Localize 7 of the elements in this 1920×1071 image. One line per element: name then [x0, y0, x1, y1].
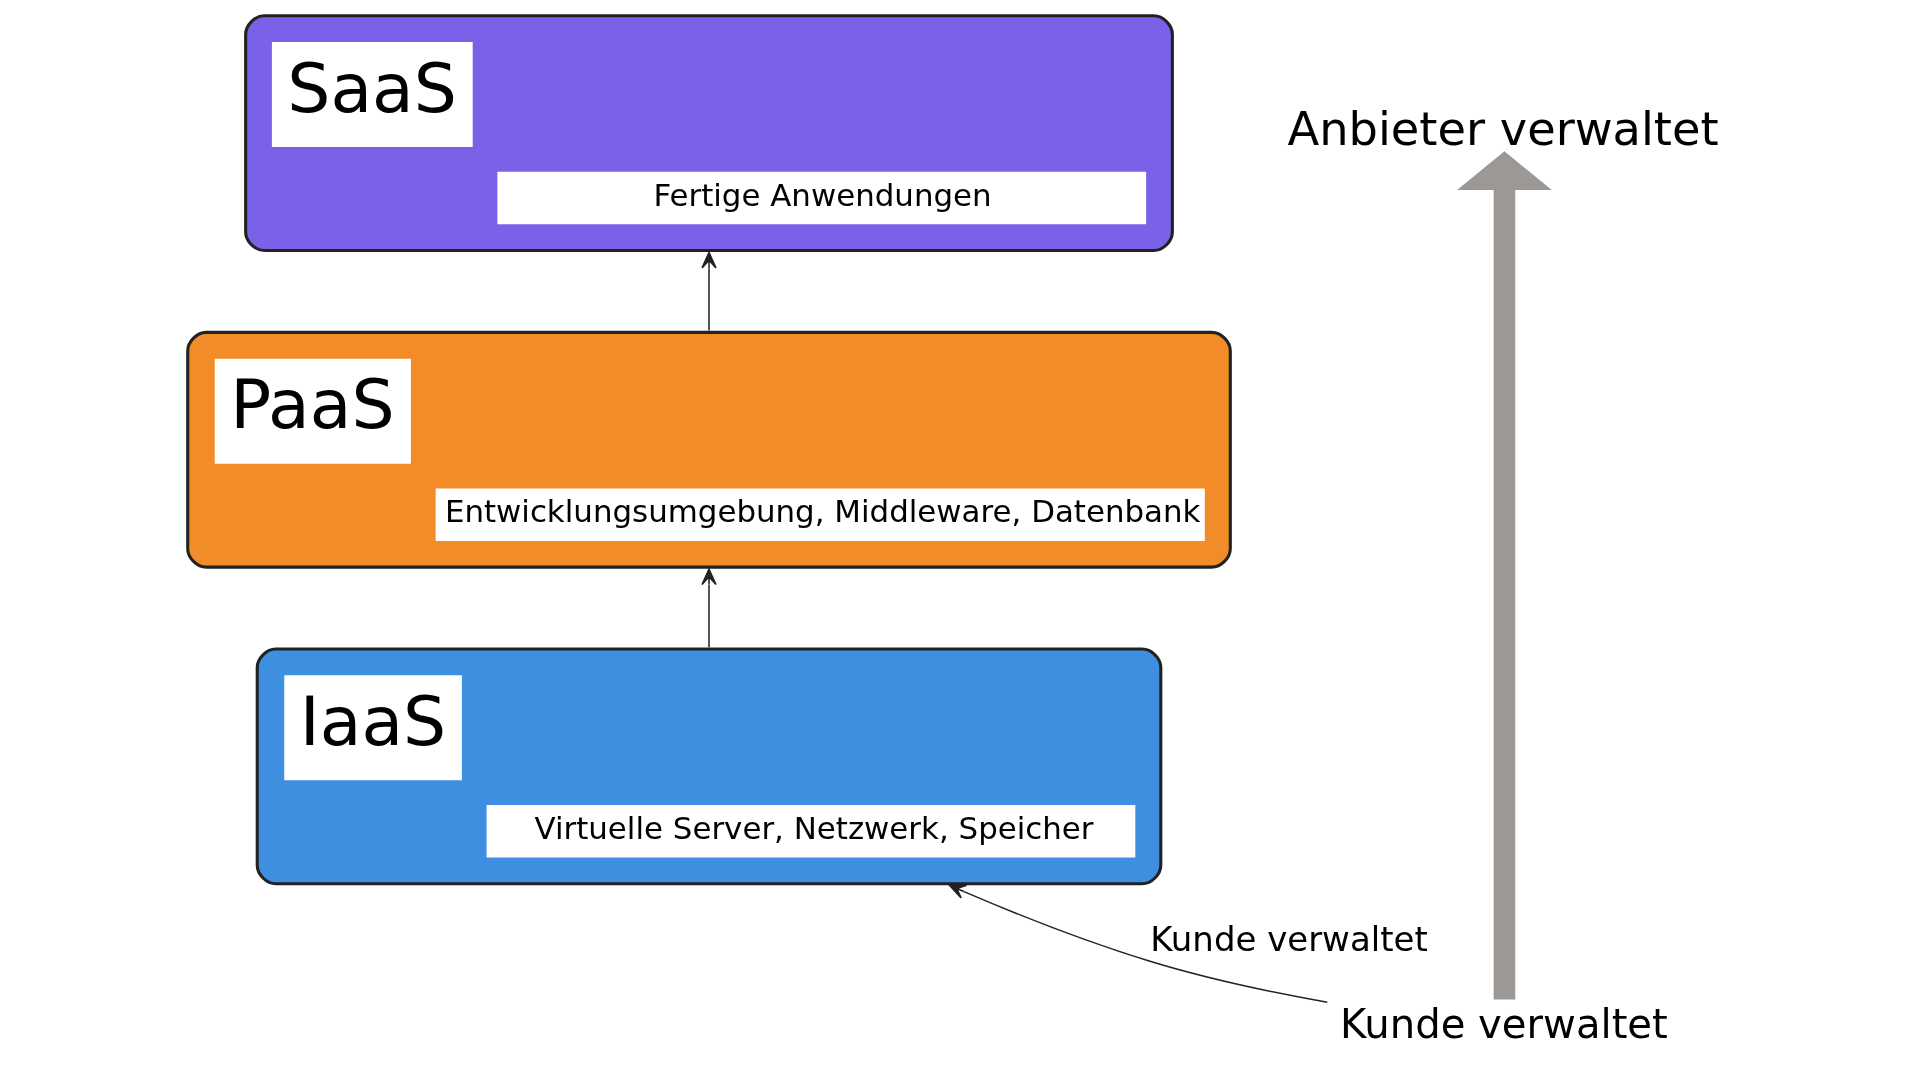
- edge-label: Kunde verwaltet: [1150, 919, 1428, 960]
- arrow: [948, 884, 1328, 1003]
- node-text: Anbieter verwaltet: [1287, 101, 1719, 156]
- arrow: [701, 568, 717, 648]
- node-text: Kunde verwaltet: [1339, 1000, 1668, 1047]
- arrow: [1457, 151, 1552, 1000]
- arrow: [701, 251, 717, 332]
